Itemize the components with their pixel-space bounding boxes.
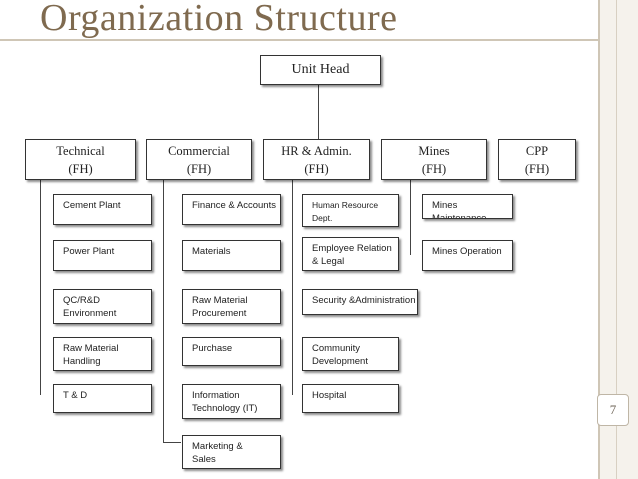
hr-unit: Community Development: [302, 337, 399, 371]
connector-commercial-vertical: [163, 180, 164, 442]
dept-commercial-box: Commercial (FH): [146, 139, 252, 180]
dept-hr-fh: (FH): [304, 162, 329, 176]
title-divider: [0, 39, 598, 41]
connector-mines-vertical: [410, 180, 411, 255]
dept-hr-name: HR & Admin.: [281, 144, 352, 158]
commercial-unit: Finance & Accounts: [182, 194, 281, 225]
commercial-unit: Marketing & Sales: [182, 435, 281, 469]
commercial-unit: Materials: [182, 240, 281, 271]
connector-root-vertical: [318, 84, 319, 139]
commercial-unit: Raw Material Procurement: [182, 289, 281, 324]
technical-unit: QC/R&D Environment: [53, 289, 152, 324]
mines-unit: Mines Operation: [422, 240, 513, 271]
technical-unit: Raw Material Handling: [53, 337, 152, 371]
dept-commercial-name: Commercial: [168, 144, 230, 158]
hr-unit: Employee Relation & Legal: [302, 237, 399, 271]
connector-hr-vertical: [292, 180, 293, 395]
unit-head-label: Unit Head: [291, 62, 350, 77]
mines-unit: Mines Maintenance: [422, 194, 513, 219]
commercial-unit: Information Technology (IT): [182, 384, 281, 419]
connector-technical-vertical: [40, 180, 41, 395]
dept-cpp-fh: (FH): [524, 162, 550, 176]
dept-technical-box: Technical (FH): [25, 139, 136, 180]
technical-unit: Cement Plant: [53, 194, 152, 225]
technical-unit: T & D: [53, 384, 152, 413]
hr-unit: Human Resource Dept.: [302, 194, 399, 227]
side-divider: [616, 0, 617, 479]
dept-mines-fh: (FH): [421, 162, 447, 176]
technical-unit: Power Plant: [53, 240, 152, 271]
dept-cpp-box: CPP (FH): [498, 139, 576, 180]
dept-technical-fh: (FH): [68, 162, 93, 176]
dept-technical-name: Technical: [56, 144, 105, 158]
hr-unit: Hospital: [302, 384, 399, 413]
dept-hr-box: HR & Admin. (FH): [263, 139, 370, 180]
connector-commercial-hook: [163, 442, 181, 443]
dept-commercial-fh: (FH): [186, 162, 212, 176]
dept-mines-name: Mines: [418, 144, 450, 158]
page-number: 7: [597, 394, 629, 426]
unit-head-box: Unit Head: [260, 55, 381, 85]
commercial-unit: Purchase: [182, 337, 281, 366]
dept-mines-box: Mines (FH): [381, 139, 487, 180]
slide-title: Organization Structure: [40, 0, 398, 39]
dept-cpp-name: CPP: [525, 144, 549, 158]
hr-unit: Security &Administration: [302, 289, 418, 315]
